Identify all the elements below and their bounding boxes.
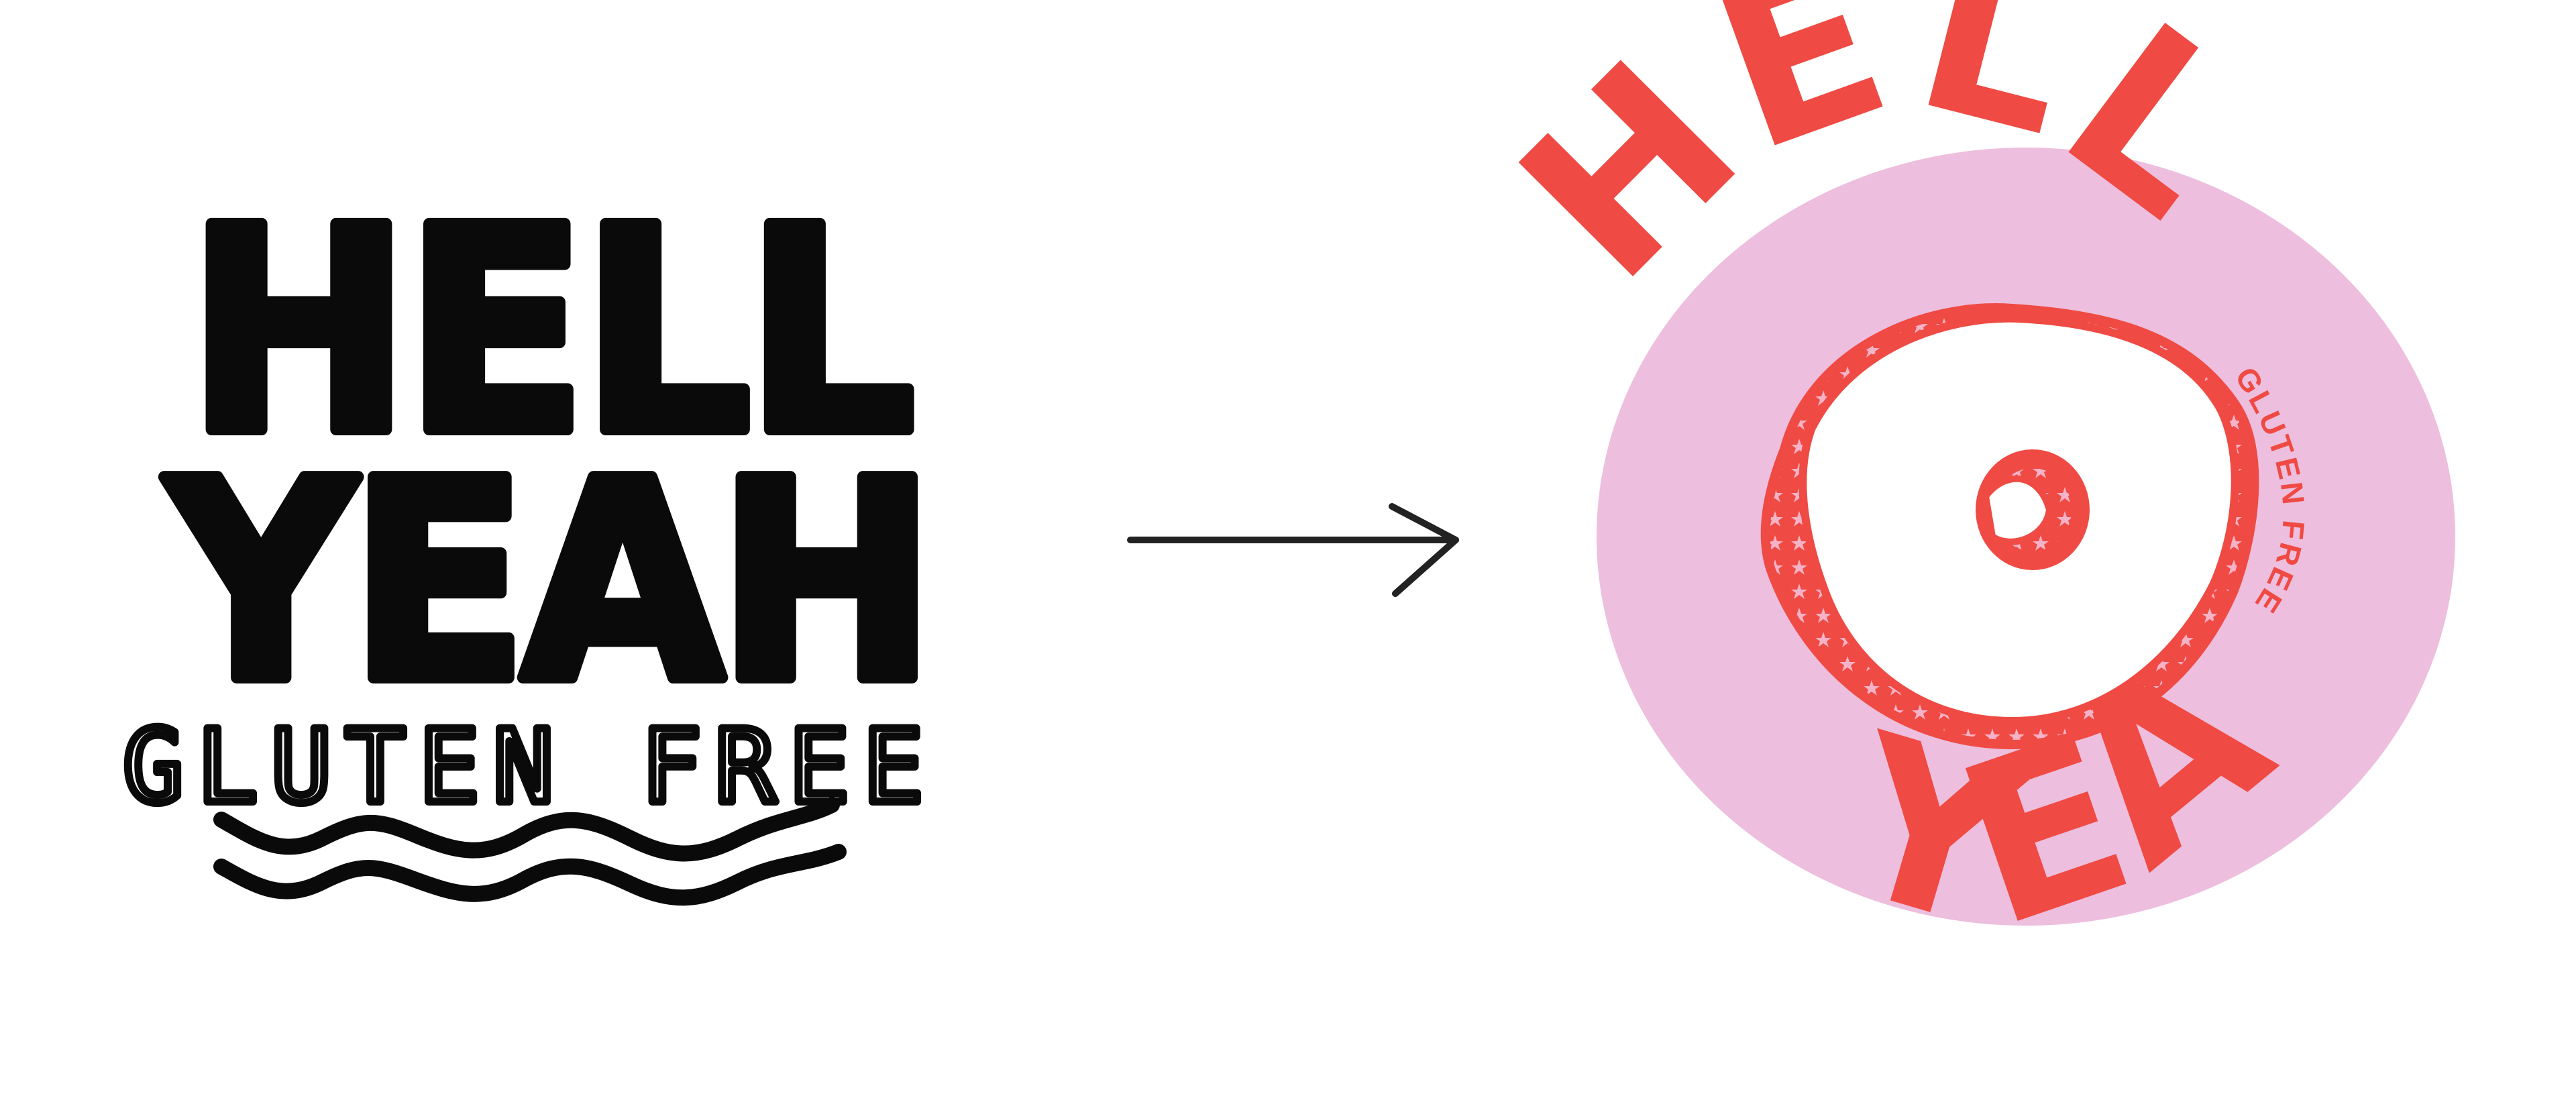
original-logo-waves bbox=[213, 797, 847, 906]
bagel-icon bbox=[1760, 303, 2259, 750]
original-logo-tagline: GLUTEN FREE bbox=[123, 709, 936, 826]
original-logo-line1: HELL bbox=[187, 168, 913, 496]
arrow-right-icon bbox=[1127, 503, 1459, 597]
original-logo-line2: YEAH bbox=[162, 423, 930, 743]
original-logo: HELL YEAH GLUTEN FREE bbox=[119, 162, 942, 906]
